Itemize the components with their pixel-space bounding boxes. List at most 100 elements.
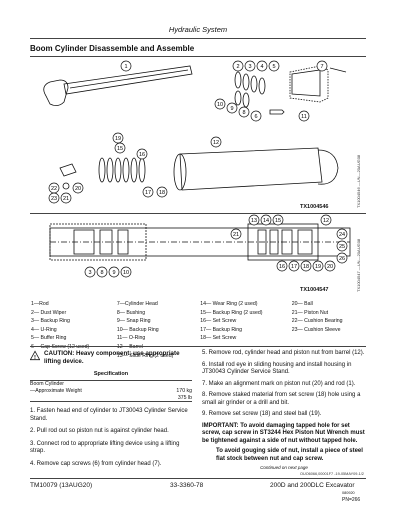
rod-shape xyxy=(63,65,193,95)
callout-top-9: 9 xyxy=(230,106,233,112)
footer-divider xyxy=(30,478,366,479)
doc-code: OUO6066,00001F7 -19-05MAY09-1/2 xyxy=(300,472,364,476)
title-divider xyxy=(30,56,366,57)
warning-triangle-icon: ! xyxy=(30,350,41,361)
callout-x-10: 10 xyxy=(123,270,129,276)
legend-item: 5— Buffer Ring xyxy=(31,335,67,342)
spec-label: —Approximate Weight xyxy=(30,388,82,394)
callout-top-7: 7 xyxy=(320,64,323,70)
step-4: 4. Remove cap screws (6) from cylinder h… xyxy=(30,460,162,467)
callout-x-3: 3 xyxy=(88,270,91,276)
callout-mid-18: 18 xyxy=(159,190,165,196)
callout-top-1: 1 xyxy=(124,64,127,70)
callout-x-25: 25 xyxy=(339,244,345,250)
spec-item: Boom Cylinder xyxy=(30,380,65,387)
legend-item: 22— Cushion Bearing xyxy=(291,318,343,325)
legend-item: 2— Dust Wiper xyxy=(31,309,67,316)
legend-row: 5— Buffer Ring 11— O-Ring 18— Set Screw xyxy=(30,334,366,343)
continued-note: Continued on next page xyxy=(260,465,308,470)
legend-item: 4— U-Ring xyxy=(31,326,57,333)
legend-item: 9— Snap Ring xyxy=(116,318,151,325)
legend-item: 18— Set Screw xyxy=(200,335,237,342)
caution-text: CAUTION: Heavy component; use appropriat… xyxy=(44,350,180,365)
callout-mid-21: 21 xyxy=(63,196,69,202)
legend-row: 2— Dust Wiper 8— Bushing 15— Backup Ring (… xyxy=(30,309,366,318)
callout-x-21: 21 xyxy=(233,232,239,238)
legend-item: 17— Backup Ring xyxy=(200,326,242,333)
footer-date-code: 080920 xyxy=(342,491,355,495)
spec-value-kg: 170 kg xyxy=(176,388,192,394)
callout-x-19: 19 xyxy=(315,264,321,270)
figure-divider xyxy=(30,213,366,214)
section-header: Hydraulic System xyxy=(30,24,366,39)
step-6: 6. Install rod eye in sliding housing an… xyxy=(202,361,352,376)
callout-mid-23: 23 xyxy=(51,196,57,202)
callout-x-24: 24 xyxy=(339,232,345,238)
callout-mid-17: 17 xyxy=(145,190,151,196)
legend-item xyxy=(291,334,366,343)
figure-code-2: TX1004547 xyxy=(300,287,329,293)
legend-row: 3— Backup Ring 9— Snap Ring 16— Set Screw 2… xyxy=(30,317,366,326)
rod-eye-shape xyxy=(43,79,69,106)
callout-x-17: 17 xyxy=(291,264,297,270)
legend-divider xyxy=(30,346,366,347)
footer-page-ref: 33-3360-78 xyxy=(170,482,204,489)
step-3: 3. Connect rod to appropriate lifting de… xyxy=(30,440,180,455)
callout-top-5: 5 xyxy=(272,64,275,70)
page-title: Boom Cylinder Disassemble and Assemble xyxy=(30,44,195,53)
footer-page-number: PN=266 xyxy=(342,497,361,503)
step-7: 7. Make an alignment mark on piston nut … xyxy=(202,380,356,387)
footer-manual-id: TM10079 (13AUG20) xyxy=(30,482,93,489)
legend-item: 8— Bushing xyxy=(116,309,146,316)
legend-item: 15— Backup Ring (2 used) xyxy=(200,309,263,316)
legend-item: 21— Piston Nut xyxy=(291,309,329,316)
callout-top-2: 2 xyxy=(236,64,239,70)
legend-item: 16— Set Screw xyxy=(200,318,237,325)
callout-x-13: 13 xyxy=(251,218,257,224)
callout-x-18: 18 xyxy=(303,264,309,270)
legend-item: 23— Cushion Sleeve xyxy=(291,326,341,333)
spec-bottom-divider xyxy=(30,401,192,402)
legend-item: 20— Ball xyxy=(291,301,313,307)
spec-row: —Approximate Weight 170 kg xyxy=(30,388,192,395)
callout-top-10: 10 xyxy=(217,102,223,108)
callout-top-3: 3 xyxy=(248,64,251,70)
footer-model: 200D and 200DLC Excavator xyxy=(270,482,355,489)
legend-item: 11— O-Ring xyxy=(116,335,146,342)
callout-x-14: 14 xyxy=(263,218,269,224)
legend-row: 13— Slide Ring (2 used) xyxy=(30,352,366,361)
callout-mid-16: 16 xyxy=(139,152,145,158)
step-1: 1. Fasten head end of cylinder to JT3004… xyxy=(30,408,188,422)
callout-top-12: 12 xyxy=(213,140,219,146)
spec-divider xyxy=(30,379,192,381)
legend-item: 7—Cylinder Head xyxy=(116,301,158,307)
callout-mid-19: 19 xyxy=(115,136,121,142)
legend-item: 14— Wear Ring (2 used) xyxy=(200,301,258,307)
right-column: 5. Remove rod, cylinder head and piston … xyxy=(202,350,366,470)
figure-side-code-2: TX1004547 —UN—20AUG08 xyxy=(356,238,361,292)
step-2: 2. Pull rod out so piston nut is against… xyxy=(30,428,169,434)
step-5: 5. Remove rod, cylinder head and piston … xyxy=(202,350,365,356)
callout-x-8: 8 xyxy=(100,270,103,276)
callout-x-20: 20 xyxy=(327,264,333,270)
callout-mid-22: 22 xyxy=(51,186,57,192)
callout-x-16: 16 xyxy=(279,264,285,270)
callout-mid-15: 15 xyxy=(117,146,123,152)
callout-x-15: 15 xyxy=(275,218,281,224)
legend-item: 3— Backup Ring xyxy=(31,318,70,325)
callout-x-9: 9 xyxy=(112,270,115,276)
step-8: 8. Remove staked material from set screw… xyxy=(202,392,361,406)
spec-value-lb: 375 lb xyxy=(177,394,192,401)
important-note: IMPORTANT: To avoid damaging tapped hole… xyxy=(202,422,365,444)
tail-note: To avoid gouging side of nut, install a … xyxy=(216,448,363,462)
figure-side-code-1: TX1004546 —UN—20AUG08 xyxy=(356,154,361,208)
left-column: ! CAUTION: Heavy component; use appropri… xyxy=(30,350,192,468)
boom-cylinder-exploded-figure: 1 2 3 4 5 6 7 8 9 10 11 12 15 16 17 18 1… xyxy=(43,60,351,278)
spec-heading: Specification xyxy=(93,371,129,377)
callout-top-11: 11 xyxy=(301,114,307,120)
callout-top-4: 4 xyxy=(260,64,263,70)
figure-code-1: TX1004546 xyxy=(300,204,329,210)
caution-block: ! CAUTION: Heavy component; use appropri… xyxy=(30,350,192,365)
